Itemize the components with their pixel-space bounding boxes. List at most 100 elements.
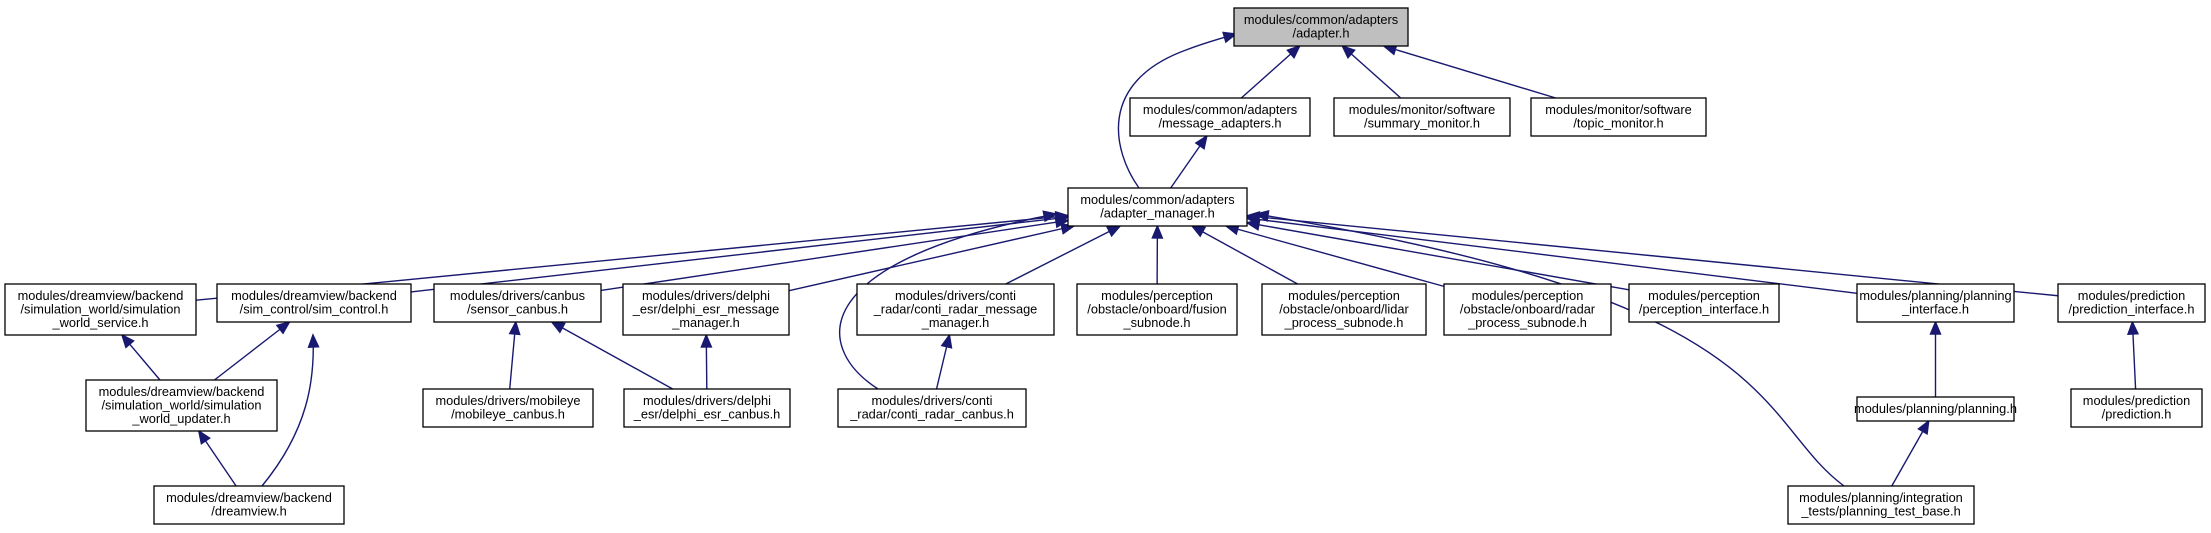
node-delphi_esr_canbus[interactable]: modules/drivers/delphi_esr/delphi_esr_ca…	[623, 388, 791, 428]
edge-planning_interface-to-adapter_manager	[1246, 217, 1858, 295]
node-label-line: modules/common/adapters	[1244, 12, 1398, 27]
node-box	[1333, 97, 1511, 137]
arrowhead-lidar_subnode-to-adapter_manager	[1190, 225, 1207, 238]
node-label-line: modules/drivers/conti	[872, 393, 993, 408]
node-label-line: _tests/planning_test_base.h	[1800, 504, 1960, 519]
arrowhead-adapter_manager-to-message_adapters	[1194, 134, 1208, 150]
node-adapter[interactable]: modules/common/adapters/adapter.h	[1233, 7, 1409, 47]
arrowhead-planning_test_base-to-planning	[1917, 419, 1930, 436]
node-delphi_esr_msg_mgr[interactable]: modules/drivers/delphi_esr/delphi_esr_me…	[622, 283, 790, 336]
node-box	[433, 283, 602, 323]
edge-adapter_manager-to-adapter	[1117, 33, 1237, 189]
node-label-line: /perception_interface.h	[1639, 302, 1769, 317]
arrowhead-conti_radar_canbus-to-conti_radar_msg_mgr	[940, 333, 953, 349]
node-sim_world_updater[interactable]: modules/dreamview/backend/simulation_wor…	[85, 379, 278, 432]
arrowhead-planning-to-planning_interface	[1929, 320, 1942, 335]
node-label-line: _world_service.h	[51, 315, 148, 330]
node-sim_control[interactable]: modules/dreamview/backend/sim_control/si…	[216, 283, 412, 323]
node-adapter_manager[interactable]: modules/common/adapters/adapter_manager.…	[1067, 187, 1248, 227]
arrowhead-dreamview-to-sim_world_updater	[197, 429, 211, 445]
edge-conti_radar_msg_mgr-to-adapter_manager	[1005, 225, 1121, 285]
node-label-line: modules/perception	[1472, 288, 1584, 303]
node-label-line: modules/drivers/mobileye	[435, 393, 580, 408]
arrowhead-sim_world_updater-to-sim_world_service	[120, 333, 135, 349]
edges-layer	[120, 31, 2140, 487]
node-label-line: modules/drivers/delphi	[643, 393, 771, 408]
node-lidar_subnode[interactable]: modules/perception/obstacle/onboard/lida…	[1261, 283, 1427, 336]
arrowhead-summary_monitor-to-adapter	[1340, 44, 1356, 59]
node-label-line: _radar/conti_radar_message	[873, 301, 1038, 316]
node-label-line: /prediction.h	[2102, 407, 2172, 422]
edge-conti_radar_canbus-to-adapter_manager	[839, 213, 1057, 390]
node-label-line: _process_subnode.h	[1284, 315, 1404, 330]
node-summary_monitor[interactable]: modules/monitor/software/summary_monitor…	[1333, 97, 1511, 137]
node-label-line: /simulation_world/simulation	[101, 397, 261, 412]
edge-delphi_esr_msg_mgr-to-adapter_manager	[788, 225, 1074, 292]
arrowhead-adapter_manager-to-adapter	[1222, 31, 1238, 44]
node-conti_radar_canbus[interactable]: modules/drivers/conti_radar/conti_radar_…	[837, 388, 1027, 428]
edge-message_adapters-to-adapter	[1240, 45, 1301, 99]
node-prediction[interactable]: modules/prediction/prediction.h	[2070, 388, 2203, 428]
node-box	[85, 379, 278, 432]
node-box	[1067, 187, 1248, 227]
node-box	[153, 485, 345, 525]
node-box	[422, 388, 594, 428]
edge-dreamview-to-sim_control	[261, 334, 314, 487]
node-box	[2070, 388, 2203, 428]
arrowhead-delphi_esr_canbus-to-sensor_canbus	[550, 321, 566, 334]
node-label-line: modules/perception	[1288, 288, 1400, 303]
node-box	[856, 283, 1055, 336]
node-sensor_canbus[interactable]: modules/drivers/canbus/sensor_canbus.h	[433, 283, 602, 323]
arrowhead-fusion_subnode-to-adapter_manager	[1151, 224, 1164, 239]
node-label-line: /message_adapters.h	[1158, 116, 1281, 131]
node-label-line: modules/perception	[1101, 288, 1213, 303]
node-box	[1261, 283, 1427, 336]
node-dreamview[interactable]: modules/dreamview/backend/dreamview.h	[153, 485, 345, 525]
node-box	[623, 388, 791, 428]
edge-radar_subnode-to-adapter_manager	[1225, 225, 1445, 288]
node-message_adapters[interactable]: modules/common/adapters/message_adapters…	[1129, 97, 1311, 137]
node-label-line: _interface.h	[1901, 302, 1969, 317]
node-radar_subnode[interactable]: modules/perception/obstacle/onboard/rada…	[1443, 283, 1612, 336]
node-box	[1233, 7, 1409, 47]
node-label-line: modules/planning/integration	[1799, 490, 1963, 505]
node-label-line: /adapter.h	[1293, 26, 1350, 41]
node-fusion_subnode[interactable]: modules/perception/obstacle/onboard/fusi…	[1076, 283, 1238, 336]
node-topic_monitor[interactable]: modules/monitor/software/topic_monitor.h	[1530, 97, 1707, 137]
node-label-line: modules/dreamview/backend	[166, 490, 332, 505]
node-label-line: _esr/delphi_esr_message	[632, 301, 780, 316]
node-label-line: /simulation_world/simulation	[20, 301, 180, 316]
node-label-line: /sensor_canbus.h	[467, 302, 568, 317]
node-label-line: modules/planning/planning.h	[1854, 401, 2017, 416]
node-label-line: /dreamview.h	[211, 504, 286, 519]
node-label-line: _process_subnode.h	[1467, 315, 1587, 330]
node-label-line: /obstacle/onboard/lidar	[1279, 301, 1409, 316]
node-planning_interface[interactable]: modules/planning/planning_interface.h	[1856, 283, 2015, 323]
node-label-line: modules/drivers/conti	[895, 288, 1016, 303]
node-box	[2057, 283, 2206, 323]
node-box	[1787, 485, 1975, 525]
edge-sim_control-to-adapter_manager	[410, 216, 1069, 293]
node-sim_world_service[interactable]: modules/dreamview/backend/simulation_wor…	[4, 283, 197, 336]
node-planning[interactable]: modules/planning/planning.h	[1854, 396, 2017, 422]
arrowhead-message_adapters-to-adapter	[1286, 44, 1302, 59]
node-label-line: modules/monitor/software	[1349, 102, 1496, 117]
node-perception_interface[interactable]: modules/perception/perception_interface.…	[1628, 283, 1780, 323]
edge-planning_test_base-to-adapter_manager	[1255, 213, 1845, 487]
node-planning_test_base[interactable]: modules/planning/integration_tests/plann…	[1787, 485, 1975, 525]
node-box	[837, 388, 1027, 428]
node-label-line: modules/perception	[1648, 288, 1760, 303]
node-label-line: /prediction_interface.h	[2069, 302, 2195, 317]
node-conti_radar_msg_mgr[interactable]: modules/drivers/conti_radar/conti_radar_…	[856, 283, 1055, 336]
node-box	[4, 283, 197, 336]
node-box	[1856, 396, 2015, 422]
arrowhead-conti_radar_canbus-to-adapter_manager	[1042, 210, 1058, 223]
node-mobileye_canbus[interactable]: modules/drivers/mobileye/mobileye_canbus…	[422, 388, 594, 428]
node-box	[216, 283, 412, 323]
node-box	[1443, 283, 1612, 336]
node-box	[1076, 283, 1238, 336]
node-prediction_interface[interactable]: modules/prediction/prediction_interface.…	[2057, 283, 2206, 323]
arrowhead-sim_world_updater-to-sim_control	[275, 320, 291, 335]
arrowhead-dreamview-to-sim_control	[307, 333, 320, 348]
node-label-line: modules/dreamview/backend	[99, 384, 265, 399]
